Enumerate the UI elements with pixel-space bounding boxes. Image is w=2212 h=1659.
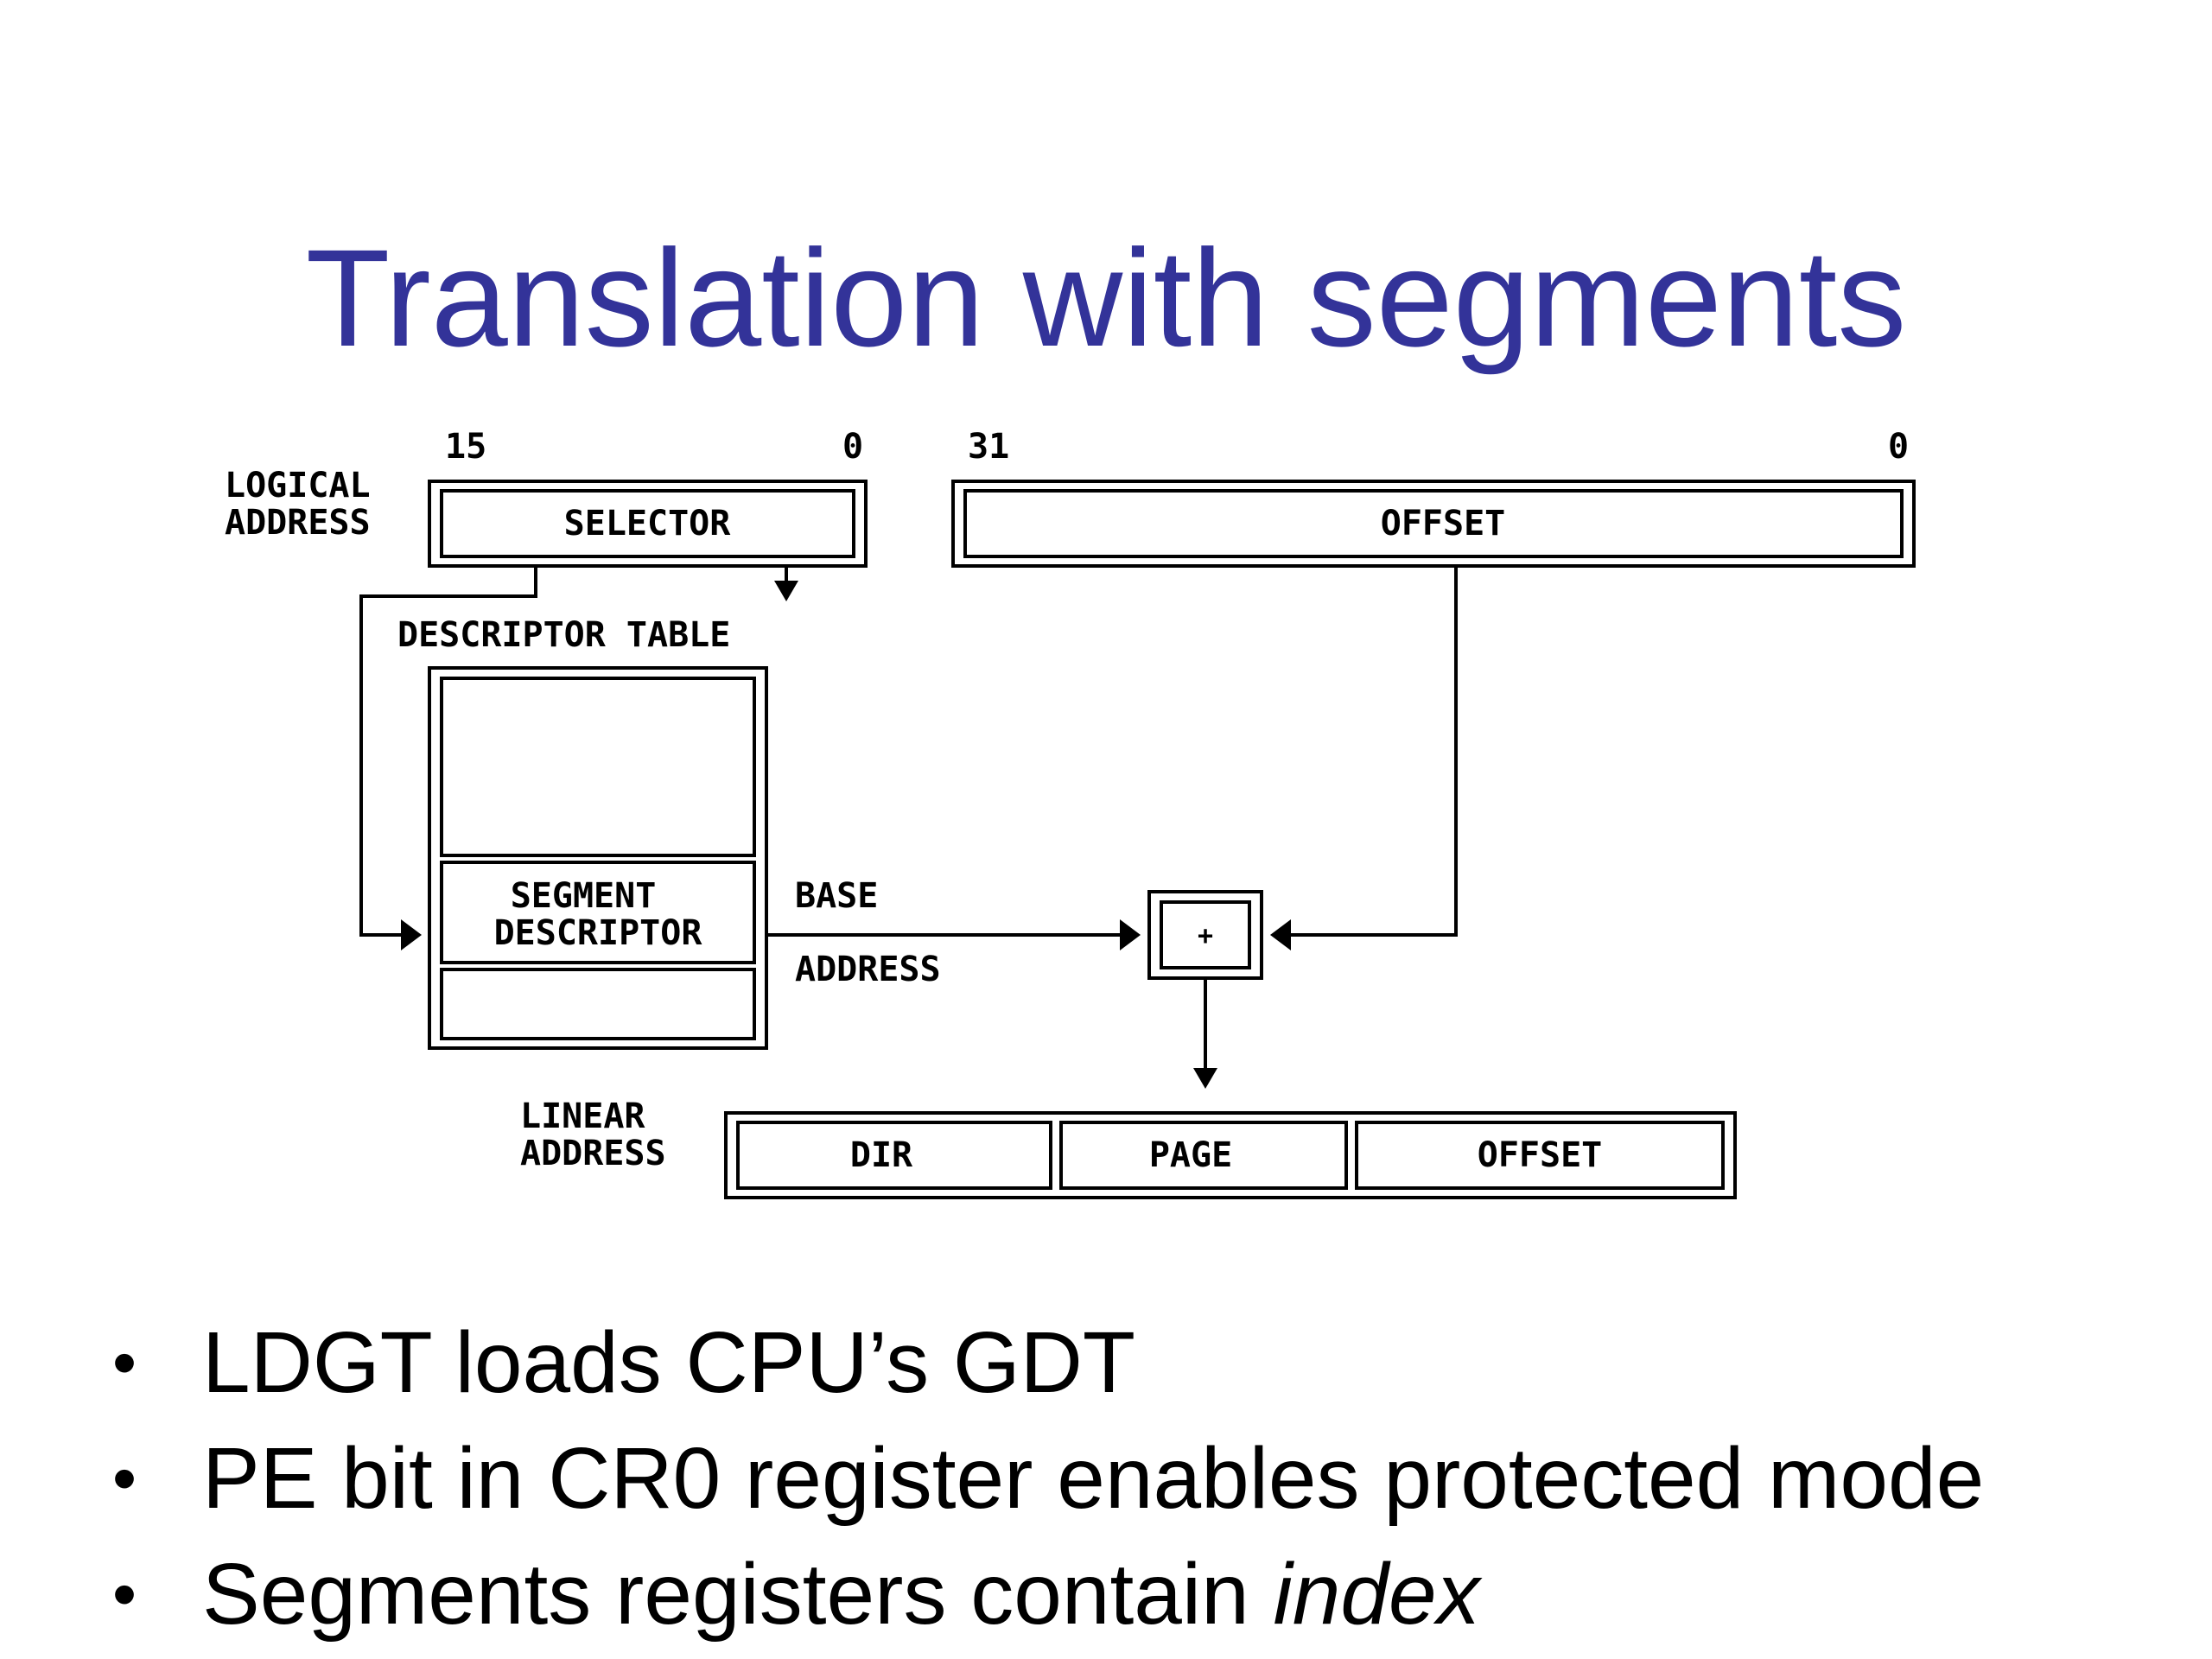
address-label: ADDRESS [795,950,941,989]
offset-line [1287,566,1458,937]
logical-address-label-line2: ADDRESS [225,503,371,543]
offset-bit-low: 0 [1888,427,1909,467]
bullet-item: • PE bit in CR0 register enables protect… [112,1421,2186,1536]
bullet-text: LDGT loads CPU’s GDT [202,1314,1135,1411]
selector-bit-high: 15 [445,427,486,467]
bullet-item: • Segments registers contain index [112,1536,2186,1652]
adder-label: + [1198,921,1213,951]
bullet-text: Segments registers contain [202,1546,1274,1643]
selector-index-arrow [401,919,422,950]
selector-box: SELECTOR [428,480,868,568]
selector-label: SELECTOR [564,504,732,543]
offset-arrow [1270,919,1291,950]
descriptor-table-label: DESCRIPTOR TABLE [397,615,730,655]
linear-dir-label: DIR [850,1135,913,1175]
base-label: BASE [795,876,878,916]
logical-offset-box: OFFSET [951,480,1916,568]
logical-address-label-line1: LOGICAL [225,466,371,505]
linear-offset-label: OFFSET [1478,1135,1603,1175]
bullet-text: PE bit in CR0 register enables protected… [202,1430,1985,1527]
bullet-marker: • [112,1324,137,1401]
linear-address-label-line1: LINEAR [520,1096,645,1136]
segment-descriptor-label-line2: DESCRIPTOR [494,913,703,953]
logical-offset-label: OFFSET [1381,504,1506,543]
bullet-item: • LDGT loads CPU’s GDT [112,1305,2186,1421]
bullet-marker: • [112,1440,137,1516]
segment-descriptor-label-line1: SEGMENT [511,876,657,916]
offset-bit-high: 31 [968,427,1009,467]
selector-table-arrow [774,581,798,601]
selector-bit-low: 0 [842,427,863,467]
linear-address-label-line2: ADDRESS [520,1134,666,1173]
bullet-emphasis: index [1273,1546,1480,1643]
selector-index-line [359,566,537,937]
adder-box: + [1147,890,1263,980]
sum-arrow [1193,1068,1217,1089]
descriptor-table: SEGMENT DESCRIPTOR [428,666,768,1050]
bullet-marker: • [112,1555,137,1632]
bullet-list: • LDGT loads CPU’s GDT • PE bit in CR0 r… [112,1305,2186,1652]
base-address-arrow [1120,919,1141,950]
slide-title: Translation with segments [305,220,1907,375]
linear-address-box: DIR PAGE OFFSET [724,1111,1737,1199]
linear-page-label: PAGE [1149,1135,1232,1175]
